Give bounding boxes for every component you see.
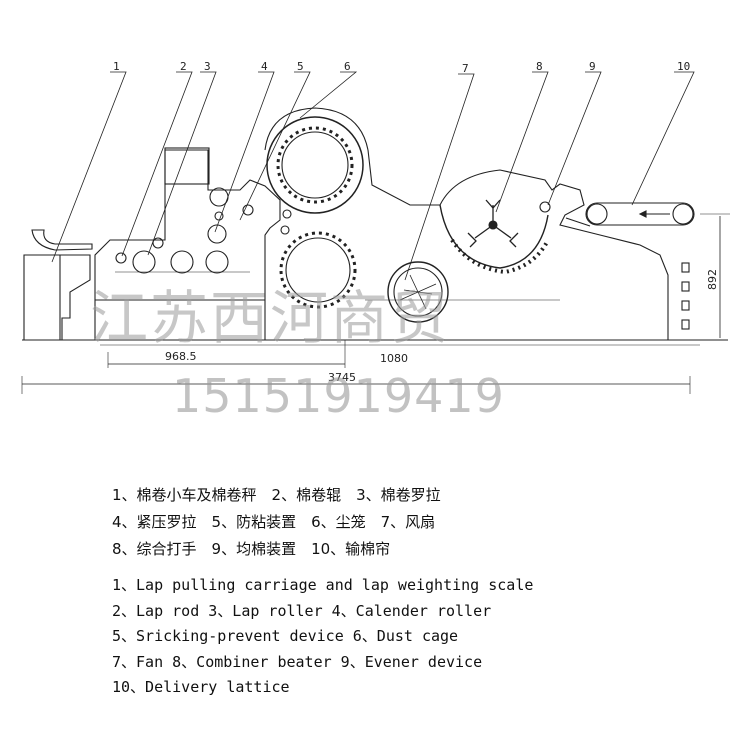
watermark-phone: 15151919419 — [172, 369, 505, 423]
legend-cn-line-2: 4、紧压罗拉 5、防粘装置 6、尘笼 7、风扇 — [112, 513, 436, 531]
legend-en-line-5: 10、Delivery lattice — [112, 678, 290, 696]
callout-8: 8 — [536, 60, 543, 73]
dimension-3745: 3745 — [328, 371, 356, 384]
legend: 1、棉卷小车及棉卷秤 2、棉卷辊 3、棉卷罗拉 4、紧压罗拉 5、防粘装置 6、… — [112, 482, 732, 701]
machine-diagram: 1 2 3 4 5 6 7 8 9 10 968.5 1080 3745 892… — [21, 60, 730, 423]
legend-en-line-3: 5、Sricking-prevent device 6、Dust cage — [112, 627, 459, 645]
watermark-company: 江苏西河商贸 — [90, 284, 450, 352]
callout-1: 1 — [113, 60, 120, 73]
dimension-968: 968.5 — [165, 350, 197, 363]
legend-cn-line-3: 8、综合打手 9、均棉装置 10、输棉帘 — [112, 540, 391, 558]
callout-5: 5 — [297, 60, 304, 73]
dimension-892: 892 — [706, 269, 719, 290]
callout-10: 10 — [677, 60, 690, 73]
callout-7: 7 — [462, 62, 469, 75]
callout-4: 4 — [261, 60, 268, 73]
callout-9: 9 — [589, 60, 596, 73]
dimension-1080: 1080 — [380, 352, 408, 365]
legend-en-line-4: 7、Fan 8、Combiner beater 9、Evener device — [112, 652, 483, 671]
legend-en-line-1: 1、Lap pulling carriage and lap weighting… — [112, 576, 534, 594]
callout-2: 2 — [180, 60, 187, 73]
callout-6: 6 — [344, 60, 351, 73]
legend-cn-line-1: 1、棉卷小车及棉卷秤 2、棉卷辊 3、棉卷罗拉 — [112, 486, 441, 504]
callout-3: 3 — [204, 60, 211, 73]
legend-en-line-2: 2、Lap rod 3、Lap roller 4、Calender roller — [112, 601, 492, 620]
